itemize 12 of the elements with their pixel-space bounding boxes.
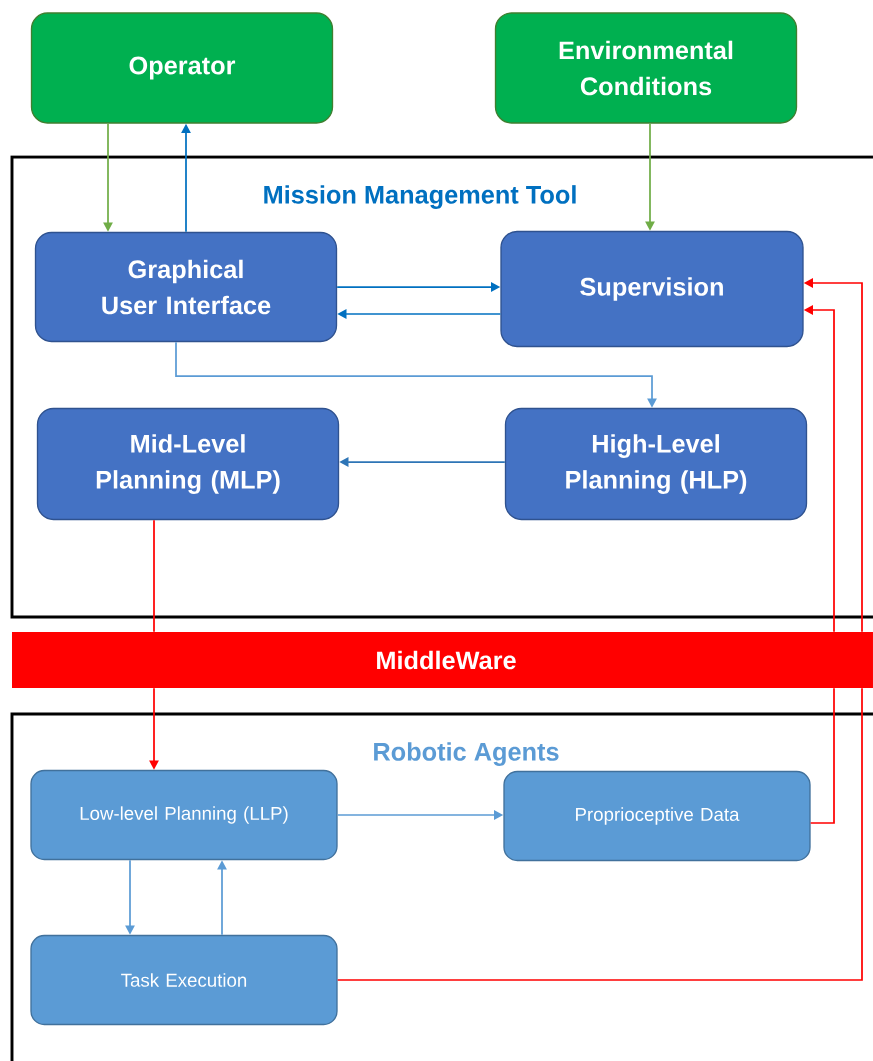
process-box: Supervision: [500, 230, 804, 348]
process-box: Graphical User Interface: [34, 231, 338, 343]
process-box: Mid-Level Planning (MLP): [36, 407, 340, 521]
actor-box: Environmental Conditions: [494, 12, 798, 124]
group-heading: Robotic Agents: [374, 742, 559, 766]
middleware-band: MiddleWare: [12, 632, 873, 688]
process-box: Proprioceptive Data: [503, 770, 811, 862]
process-box: Task Execution: [30, 934, 338, 1026]
actor-box: Operator: [30, 12, 334, 124]
process-box: High-Level Planning (HLP): [504, 407, 808, 521]
process-box: Low-level Planning (LLP): [30, 769, 338, 861]
group-heading: Mission Management Tool: [264, 185, 576, 209]
